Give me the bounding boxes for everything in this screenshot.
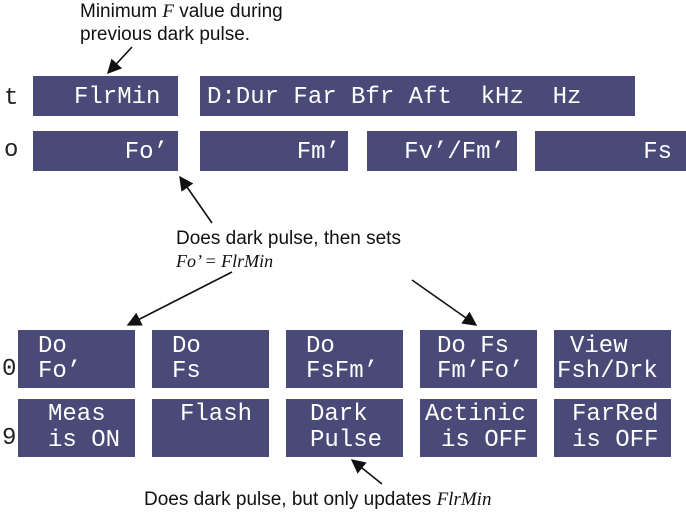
display-fo-label: Fo’ [124, 139, 168, 166]
annotation-update-flrmin: Does dark pulse, but only updates FlrMin [144, 488, 491, 511]
annotation-var: FlrMin [436, 489, 492, 510]
key-label-line2: is OFF [441, 427, 528, 454]
annotation-formula: Fo’ = FlrMin [176, 251, 274, 271]
key-label-line1: FarRed [572, 401, 659, 428]
arrow-to-fo [179, 175, 213, 224]
key-label-line1: Do Fs [437, 333, 510, 360]
key-actinic-toggle[interactable]: Actinic is OFF [420, 399, 537, 457]
key-dark-pulse[interactable]: Dark Pulse [286, 399, 403, 457]
key-label-line1: Flash [180, 401, 253, 428]
display-settings-label: D:Dur Far Bfr Aft kHz Hz [207, 84, 582, 111]
display-fs: Fs [535, 131, 686, 171]
display-fv-fm-label: Fv’/Fm’ [404, 139, 505, 166]
key-label-line2: is ON [48, 427, 121, 454]
key-do-fs-fm-fo[interactable]: Do Fs Fm’Fo’ [420, 330, 537, 388]
key-label-line1: Do [172, 333, 201, 360]
key-flash[interactable]: Flash [152, 399, 269, 457]
key-label-line2: Pulse [310, 427, 383, 454]
annotation-flrmin: Minimum F value during previous dark pul… [80, 0, 283, 46]
row-label-9: 9 [2, 425, 17, 452]
display-fm-label: Fm’ [296, 139, 340, 166]
key-label-line2: Fs [172, 358, 201, 385]
key-label-line2: Fsh/Drk [557, 358, 658, 385]
key-label-line1: Actinic [425, 401, 526, 428]
key-do-fs[interactable]: Do Fs [152, 330, 269, 388]
key-meas-toggle[interactable]: Meas is ON [18, 399, 135, 457]
display-fv-fm: Fv’/Fm’ [367, 131, 517, 171]
annotation-text: Does dark pulse, then sets [176, 228, 401, 249]
key-label-line2: Fm’Fo’ [437, 358, 524, 385]
key-view-fsh-drk[interactable]: View Fsh/Drk [554, 330, 671, 388]
annotation-text: value during [179, 1, 283, 22]
arrow-to-flrmin [107, 46, 133, 75]
row-label-t: t [4, 85, 19, 112]
arrow-to-dark-pulse [350, 459, 383, 485]
key-label-line1: Do [38, 333, 67, 360]
key-do-fsfm[interactable]: Do FsFm’ [286, 330, 403, 388]
display-fm: Fm’ [200, 131, 348, 171]
display-flrmin: FlrMin [33, 76, 178, 116]
key-farred-toggle[interactable]: FarRed is OFF [554, 399, 671, 457]
display-fo: Fo’ [33, 131, 178, 171]
annotation-var: F [162, 1, 174, 22]
key-label-line1: Dark [310, 401, 368, 428]
key-label-line1: Meas [48, 401, 106, 428]
key-label-line2: Fo’ [38, 358, 82, 385]
key-do-fo[interactable]: Do Fo’ [18, 330, 135, 388]
annotation-text: Does dark pulse, but only updates [144, 489, 432, 510]
arrow-to-do-fo [126, 271, 233, 326]
annotation-text: Minimum [80, 1, 158, 22]
key-label-line1: View [570, 333, 628, 360]
arrow-to-do-fs-fm-fo [411, 279, 478, 326]
annotation-dark-pulse: Does dark pulse, then sets Fo’ = FlrMin [176, 227, 401, 273]
key-label-line2: is OFF [572, 427, 659, 454]
key-label-line2: FsFm’ [306, 358, 379, 385]
display-fs-label: Fs [643, 139, 672, 166]
display-flrmin-label: FlrMin [74, 84, 161, 111]
row-label-o: o [4, 137, 19, 164]
annotation-text: previous dark pulse. [80, 24, 251, 45]
row-label-0: 0 [2, 356, 17, 383]
key-label-line1: Do [306, 333, 335, 360]
display-settings: D:Dur Far Bfr Aft kHz Hz [200, 76, 635, 116]
